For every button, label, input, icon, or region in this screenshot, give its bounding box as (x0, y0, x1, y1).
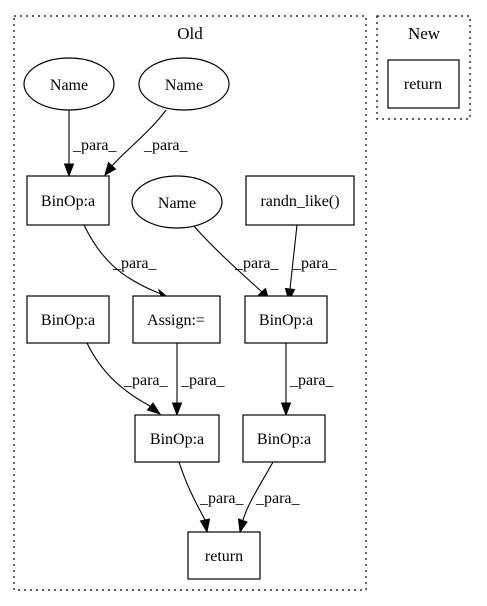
cluster-old: Old (13, 15, 367, 591)
node-label: randn_like() (260, 193, 339, 210)
node-label: Name (165, 77, 203, 94)
node-label: BinOp:a (41, 312, 95, 329)
edge-label: _para_ (180, 372, 226, 389)
node-binop-left: BinOp:a (26, 295, 110, 344)
node-binop-center: BinOp:a (134, 414, 220, 463)
node-binop-lower-right: BinOp:a (242, 414, 326, 463)
cluster-new: New (376, 15, 471, 120)
node-randn-like: randn_like() (245, 175, 355, 226)
node-assign: Assign:= (132, 295, 221, 344)
node-name-1: Name (23, 57, 115, 111)
node-label: BinOp:a (257, 431, 311, 448)
node-label: return (205, 548, 243, 565)
edge-binop-lower-right-to-return: _para_ (237, 461, 301, 534)
edge-binop-top-to-assign: _para_ (83, 224, 173, 302)
node-label: BinOp:a (41, 193, 95, 210)
cluster-old-label: Old (177, 24, 203, 43)
node-name-2: Name (138, 57, 230, 111)
edge-assign-to-binop-center: _para_ (171, 343, 226, 417)
node-binop-mid-right: BinOp:a (244, 295, 328, 344)
edge-label: _para_ (123, 372, 169, 389)
node-label: Name (158, 195, 196, 212)
edge-label: _para_ (72, 137, 118, 154)
node-label: Name (50, 77, 88, 94)
edge-name1-to-binop-top: _para_ (63, 110, 118, 178)
node-label: return (404, 76, 442, 93)
edge-name2-to-binop-top: _para_ (104, 109, 189, 177)
edge-binop-mid-right-to-binop-lower-right: _para_ (280, 343, 335, 417)
edge-name3-to-binop-mid-right: _para_ (192, 224, 280, 303)
edge-label: _para_ (112, 255, 158, 272)
edge-label: _para_ (234, 255, 280, 272)
edge-randn-to-binop-mid-right: _para_ (284, 224, 338, 303)
node-label: BinOp:a (150, 431, 204, 448)
edge-label: _para_ (292, 255, 338, 272)
node-return-new: return (387, 59, 460, 109)
edge-binop-center-to-return: _para_ (178, 461, 245, 534)
node-name-3: Name (131, 175, 223, 229)
node-return-old: return (187, 531, 261, 580)
edge-label: _para_ (289, 372, 335, 389)
edge-binop-left-to-binop-center: _para_ (86, 342, 169, 415)
edge-label: _para_ (199, 490, 245, 507)
edge-label: _para_ (143, 137, 189, 154)
cluster-new-label: New (408, 24, 441, 43)
node-binop-top: BinOp:a (26, 175, 110, 226)
node-label: Assign:= (147, 312, 205, 329)
node-label: BinOp:a (259, 312, 313, 329)
edge-label: _para_ (255, 490, 301, 507)
